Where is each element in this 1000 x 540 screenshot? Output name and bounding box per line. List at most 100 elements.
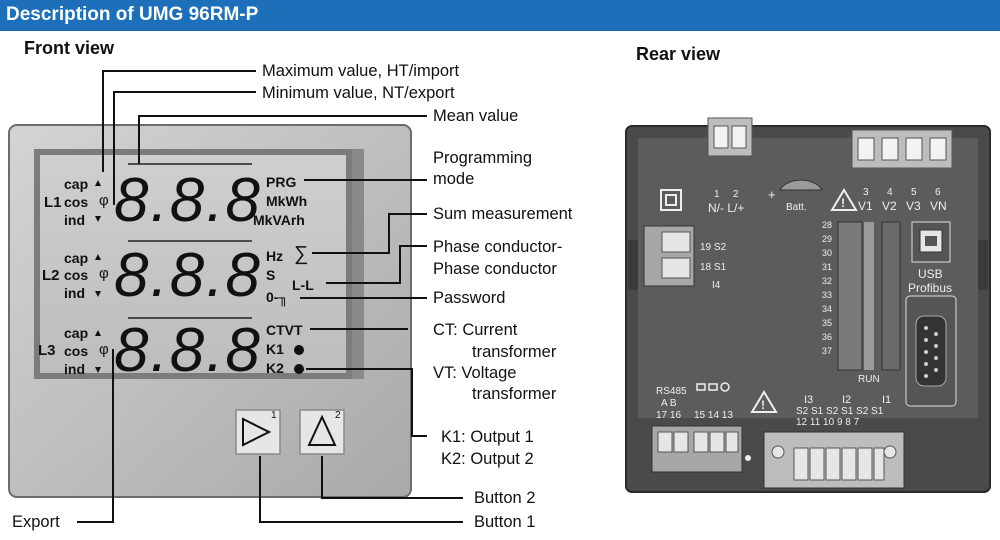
ind-label: ind xyxy=(64,212,85,228)
k2-label: K2 xyxy=(266,360,284,376)
button-2 xyxy=(299,409,345,455)
warning-icon-2 xyxy=(750,390,778,413)
l-l-label: L-L xyxy=(292,277,314,293)
cap-label: cap xyxy=(64,250,89,266)
phi-symbol: φ xyxy=(99,265,109,282)
current-group-label: I3 xyxy=(804,394,814,406)
triangle-up-icon xyxy=(307,414,337,446)
title-bar: Description of UMG 96RM-P xyxy=(0,0,1000,31)
voltage-terminal-num: 3 xyxy=(863,187,869,198)
button-2-number: 2 xyxy=(335,410,341,421)
pin-label: 37 xyxy=(822,346,833,356)
ct4-s2-label: 19 S2 xyxy=(700,242,727,253)
rs485-terminal-nums: 17 16 xyxy=(656,410,682,421)
pin-label: 35 xyxy=(822,318,833,328)
max-value-label: Maximum value, HT/import xyxy=(262,62,460,80)
current-s-labels: S2 S1 S2 S1 S2 S1 xyxy=(796,406,884,417)
export-label: Export xyxy=(12,513,60,531)
svg-text:!: ! xyxy=(841,196,845,210)
min-value-label: Minimum value, NT/export xyxy=(262,84,455,102)
vt-transformer-label: transformer xyxy=(472,385,557,403)
vt-label: VT: Voltage xyxy=(433,364,517,382)
ct4-i4-label: I4 xyxy=(712,280,721,291)
pin-label: 36 xyxy=(822,332,833,342)
usb-label: USB xyxy=(918,267,943,281)
ct-label: CT: Current xyxy=(433,321,518,339)
double-insulation-icon xyxy=(660,189,682,211)
cos-label: cos xyxy=(64,194,89,210)
power-label: N/- L/+ xyxy=(708,201,745,215)
seven-segment-digits: 8.8.8 xyxy=(114,241,262,310)
ctvt-label: CTVT xyxy=(266,322,303,338)
pin-label: 31 xyxy=(822,262,833,272)
k1-label: K1 xyxy=(266,341,284,357)
ind-label: ind xyxy=(64,285,85,301)
phi-symbol: φ xyxy=(99,192,109,209)
seven-segment-digits: 8.8.8 xyxy=(114,316,262,385)
k1-indicator-icon xyxy=(294,345,304,355)
play-icon xyxy=(242,417,272,447)
cap-label: cap xyxy=(64,176,89,192)
run-label: RUN xyxy=(858,374,880,385)
sum-symbol: ∑ xyxy=(294,243,309,265)
key-icon: 0-╖ xyxy=(266,289,289,305)
front-view-heading: Front view xyxy=(24,38,115,58)
button-2-label: Button 2 xyxy=(474,489,536,507)
pin-label: 33 xyxy=(822,290,833,300)
power-terminal-1: 1 xyxy=(714,189,720,200)
prg-label: PRG xyxy=(266,174,297,190)
lcd-screen xyxy=(40,155,346,373)
k1-output-label: K1: Output 1 xyxy=(441,428,534,446)
voltage-label: VN xyxy=(930,199,947,213)
current-terminal-nums: 12 11 10 9 8 7 xyxy=(796,417,860,428)
phase-label: L3 xyxy=(38,342,56,359)
programming-label: Programming xyxy=(433,149,533,167)
power-terminal-2: 2 xyxy=(733,189,739,200)
battery-label: Batt. xyxy=(786,202,807,213)
pin-label: 29 xyxy=(822,234,833,244)
k2-indicator-icon xyxy=(294,364,304,374)
pin-label: 30 xyxy=(822,248,833,258)
mkwh-label: MkWh xyxy=(266,193,308,209)
cap-label: cap xyxy=(64,325,89,341)
mkvarh-label: MkVArh xyxy=(253,212,305,228)
mean-value-label: Mean value xyxy=(433,107,519,125)
cos-label: cos xyxy=(64,267,89,283)
rs485-label: RS485 xyxy=(656,386,687,397)
current-group-label: I1 xyxy=(882,394,892,406)
pin-label: 32 xyxy=(822,276,833,286)
rear-view-heading: Rear view xyxy=(636,44,721,64)
svg-text:!: ! xyxy=(761,398,765,412)
button-1-label: Button 1 xyxy=(474,513,536,531)
pin-label: 34 xyxy=(822,304,833,314)
voltage-label: V2 xyxy=(882,199,897,213)
rs485-ab-label: A B xyxy=(661,398,677,409)
phase-label: L1 xyxy=(44,194,62,211)
warning-icon xyxy=(830,188,858,211)
sum-measurement-label: Sum measurement xyxy=(433,205,573,223)
cos-label: cos xyxy=(64,343,89,359)
voltage-label: V3 xyxy=(906,199,921,213)
phase-conductor-label: Phase conductor- xyxy=(433,238,563,256)
button-1-number: 1 xyxy=(271,410,277,421)
k2-output-label: K2: Output 2 xyxy=(441,450,534,468)
programming-mode-label: mode xyxy=(433,170,475,188)
page-title: Description of UMG 96RM-P xyxy=(6,4,259,25)
profibus-label: Profibus xyxy=(908,281,953,295)
ind-label: ind xyxy=(64,361,85,377)
rs485-terminal-nums-2: 15 14 13 xyxy=(694,410,733,421)
current-group-label: I2 xyxy=(842,394,852,406)
voltage-terminal-num: 5 xyxy=(911,187,917,198)
voltage-terminal-num: 4 xyxy=(887,187,893,198)
ct4-s1-label: 18 S1 xyxy=(700,262,727,273)
phase-label: L2 xyxy=(42,267,60,284)
pin-label: 28 xyxy=(822,220,833,230)
seven-segment-digits: 8.8.8 xyxy=(114,166,262,235)
voltage-terminal-num: 6 xyxy=(935,187,941,198)
voltage-label: V1 xyxy=(858,199,873,213)
password-label: Password xyxy=(433,289,506,307)
hz-label: Hz xyxy=(266,248,284,264)
phase-conductor-label-2: Phase conductor xyxy=(433,260,557,278)
